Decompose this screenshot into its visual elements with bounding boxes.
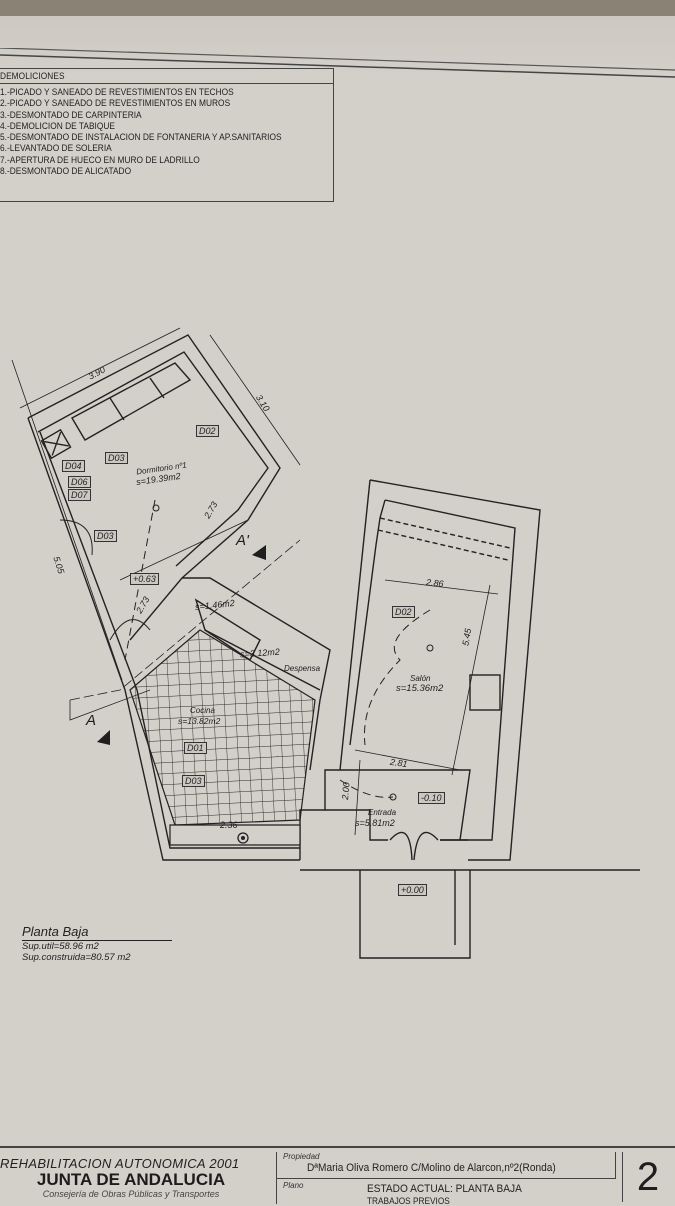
room-area-entrada: s=5.81m2 — [355, 818, 395, 828]
room-name-cocina: Cocina — [190, 706, 215, 715]
legend-item: 1.-PICADO Y SANEADO DE REVESTIMIENTOS EN… — [0, 87, 234, 97]
demolition-tag: D03 — [182, 775, 205, 787]
legend-item: 3.-DESMONTADO DE CARPINTERIA — [0, 109, 142, 120]
demolition-tag: D07 — [68, 489, 91, 501]
level-marker: -0.10 — [418, 792, 445, 804]
plan-subtitle: TRABAJOS PREVIOS — [367, 1196, 450, 1206]
room-area-cocina: s=13.82m2 — [178, 716, 221, 726]
plan-label: Plano — [283, 1181, 304, 1190]
sheet-border-lines — [0, 48, 675, 78]
demolition-tag: D02 — [392, 606, 415, 618]
legend-item: 4.-DEMOLICION DE TABIQUE — [0, 120, 116, 131]
demolition-tag: D04 — [62, 460, 85, 472]
level-marker: +0.00 — [398, 884, 427, 896]
demolition-tag: D03 — [105, 452, 128, 464]
plan-value: ESTADO ACTUAL: PLANTA BAJA — [367, 1183, 522, 1195]
property-value: DªMaria Oliva Romero C/Molino de Alarcon… — [307, 1162, 556, 1174]
demolition-tag: D01 — [184, 742, 207, 754]
legend-title: DEMOLICIONES — [0, 71, 65, 81]
department-name: Consejería de Obras Públicas y Transport… — [42, 1189, 220, 1199]
section-mark-a-prime: A' — [236, 532, 249, 549]
section-mark-a: A — [86, 712, 97, 729]
room-name-despensa: Despensa — [284, 664, 321, 673]
legend-item: 5.-DESMONTADO DE INSTALACION DE FONTANER… — [0, 132, 282, 143]
useful-area: Sup.util=58.96 m2 — [22, 941, 99, 952]
legend-divider — [0, 83, 333, 84]
legend-item: 6.-LEVANTADO DE SOLERIA — [0, 143, 112, 154]
title-block-details: Propiedad DªMaria Oliva Romero C/Molino … — [276, 1152, 617, 1206]
legend-item: 2.-PICADO Y SANEADO DE REVESTIMIENTOS EN… — [0, 98, 231, 109]
legend-list: 1.-PICADO Y SANEADO DE REVESTIMIENTOS EN… — [0, 87, 313, 177]
floor-title: Planta Baja — [22, 924, 172, 941]
built-area: Sup.construida=80.57 m2 — [22, 952, 131, 963]
title-block: REHABILITACION AUTONOMICA 2001 JUNTA DE … — [0, 1146, 675, 1206]
dimension-label: 2.36 — [220, 820, 238, 830]
sheet-number: 2 — [622, 1152, 673, 1202]
demolition-tag: D03 — [94, 530, 117, 542]
dimension-label: 2.86 — [425, 577, 445, 589]
property-label: Propiedad — [283, 1152, 320, 1161]
floor-caption: Planta Baja Sup.util=58.96 m2 Sup.constr… — [22, 924, 172, 963]
title-block-organization: REHABILITACION AUTONOMICA 2001 JUNTA DE … — [0, 1156, 270, 1199]
dimension-label: 2.00 — [340, 781, 352, 801]
room-area-salon: s=15.36m2 — [396, 683, 444, 694]
demolition-tag: D06 — [68, 476, 91, 488]
room-name-entrada: Entrada — [368, 808, 397, 817]
room-name-salon: Salón — [410, 674, 431, 683]
organization-name: JUNTA DE ANDALUCIA — [36, 1170, 226, 1189]
property-row: Propiedad DªMaria Oliva Romero C/Molino … — [277, 1152, 616, 1179]
floor-plan — [11, 327, 640, 959]
demolition-legend: DEMOLICIONES 1.-PICADO Y SANEADO DE REVE… — [0, 68, 334, 202]
program-name: REHABILITACION AUTONOMICA 2001 — [0, 1156, 240, 1171]
drawing-sheet — [0, 16, 675, 1206]
level-marker: +0.63 — [130, 573, 159, 585]
legend-item: 7.-APERTURA DE HUECO EN MURO DE LADRILLO — [0, 154, 200, 165]
legend-item: 8.-DESMONTADO DE ALICATADO — [0, 166, 132, 177]
demolition-tag: D02 — [196, 425, 219, 437]
